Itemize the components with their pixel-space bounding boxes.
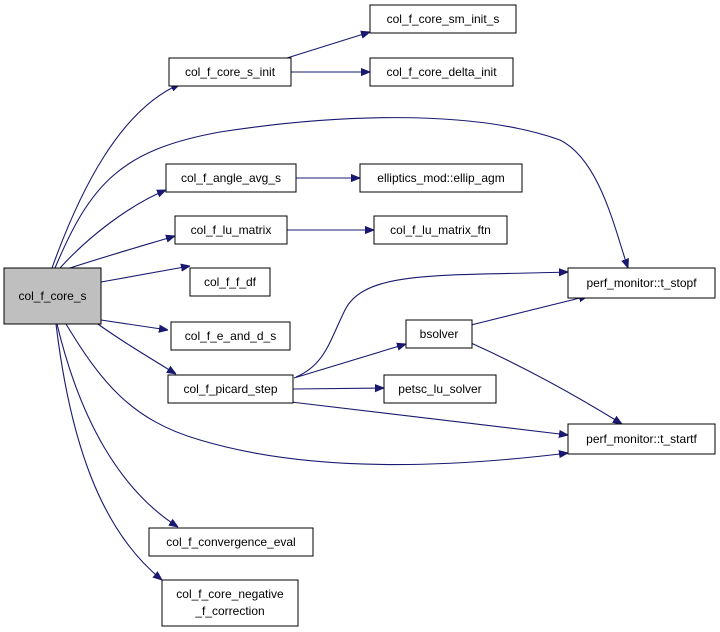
node-bsolver[interactable]: bsolver <box>405 319 473 349</box>
edge-picard-to-t-startf <box>290 401 568 435</box>
node-col-f-lu-matrix-ftn[interactable]: col_f_lu_matrix_ftn <box>373 215 508 245</box>
edge-root-to-t-stopf-top <box>54 117 628 268</box>
node-col-f-core-delta-init[interactable]: col_f_core_delta_init <box>369 57 514 87</box>
edge-root-to-lu-matrix <box>69 236 175 269</box>
node-col-f-core-s[interactable]: col_f_core_s <box>3 267 102 325</box>
node-col-f-angle-avg-s[interactable]: col_f_angle_avg_s <box>165 163 297 193</box>
node-label: petsc_lu_solver <box>398 382 481 396</box>
node-label: perf_monitor::t_stopf <box>586 276 697 290</box>
nodes: col_f_core_s col_f_core_s_init col_f_cor… <box>3 4 716 627</box>
node-label: col_f_lu_matrix_ftn <box>390 223 491 237</box>
node-col-f-convergence-eval[interactable]: col_f_convergence_eval <box>148 527 314 557</box>
edge-root-to-e-and-d <box>100 319 168 330</box>
node-col-f-lu-matrix[interactable]: col_f_lu_matrix <box>174 215 288 245</box>
edge-picard-to-t-stopf <box>295 272 568 378</box>
node-col-f-core-s-init[interactable]: col_f_core_s_init <box>168 57 292 87</box>
node-col-f-core-sm-init-s[interactable]: col_f_core_sm_init_s <box>369 4 517 34</box>
node-perf-monitor-t-stopf[interactable]: perf_monitor::t_stopf <box>567 267 716 299</box>
edge-picard-to-petsc <box>292 388 384 389</box>
node-label: col_f_core_s_init <box>185 65 276 79</box>
node-col-f-picard-step[interactable]: col_f_picard_step <box>167 374 294 404</box>
edge-bsolver-to-t-stopf <box>470 296 588 326</box>
node-label: col_f_convergence_eval <box>166 535 295 549</box>
node-label: elliptics_mod::ellip_agm <box>377 171 504 185</box>
node-label: bsolver <box>420 327 459 341</box>
node-label: col_f_lu_matrix <box>191 223 272 237</box>
edges <box>51 32 628 580</box>
node-label: perf_monitor::t_startf <box>586 432 697 446</box>
node-elliptics-mod-ellip-agm[interactable]: elliptics_mod::ellip_agm <box>359 163 523 193</box>
node-petsc-lu-solver[interactable]: petsc_lu_solver <box>383 374 497 404</box>
node-label: col_f_picard_step <box>183 382 277 396</box>
node-label: col_f_core_delta_init <box>386 65 497 79</box>
edge-root-to-negative-correction <box>55 323 162 580</box>
node-label-line2: _f_correction <box>194 604 264 618</box>
node-label: col_f_f_df <box>204 275 257 289</box>
edge-root-to-angle-avg <box>59 189 166 269</box>
node-label: col_f_core_sm_init_s <box>387 12 500 26</box>
node-label: col_f_core_s <box>18 289 86 303</box>
edge-root-to-convergence <box>56 323 178 527</box>
node-label-line1: col_f_core_negative <box>176 587 284 601</box>
node-col-f-e-and-d-s[interactable]: col_f_e_and_d_s <box>170 321 291 351</box>
edge-bsolver-to-t-startf <box>470 342 622 424</box>
edge-root-to-picard <box>94 321 176 374</box>
node-label: col_f_angle_avg_s <box>181 171 281 185</box>
edge-root-to-t-startf <box>65 323 568 465</box>
edge-picard-to-bsolver <box>293 344 406 379</box>
node-label: col_f_e_and_d_s <box>185 329 276 343</box>
node-col-f-f-df[interactable]: col_f_f_df <box>189 267 271 297</box>
edge-root-to-f-df <box>100 266 190 283</box>
node-col-f-core-negative-f-correction[interactable]: col_f_core_negative _f_correction <box>161 579 299 627</box>
edge-root-to-core-s-init <box>51 83 180 269</box>
node-perf-monitor-t-startf[interactable]: perf_monitor::t_startf <box>567 423 716 455</box>
edge-core-s-init-to-sm-init <box>286 32 370 59</box>
